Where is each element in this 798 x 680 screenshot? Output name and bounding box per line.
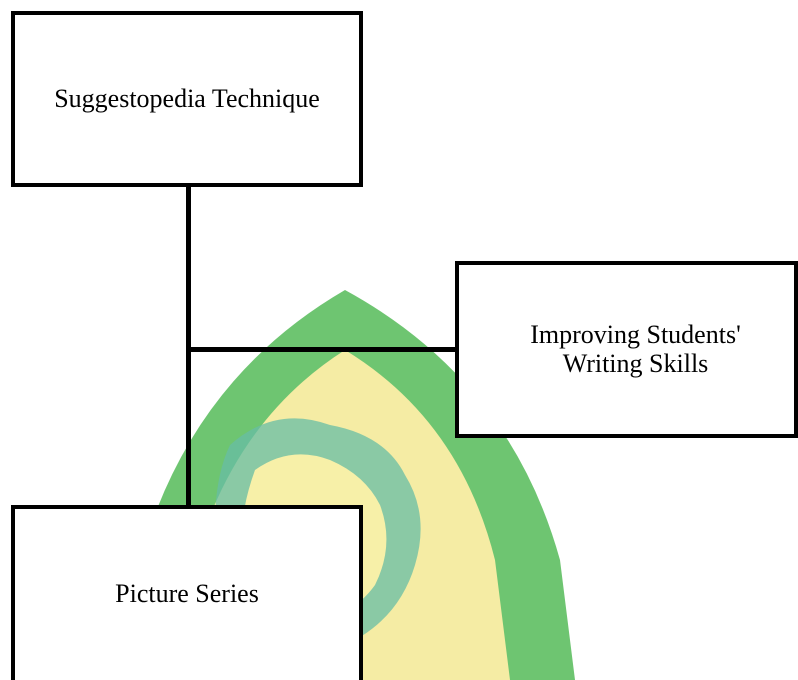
improving-writing-skills-box: Improving Students' Writing Skills — [455, 261, 798, 438]
improving-writing-skills-label: Improving Students' Writing Skills — [530, 319, 741, 378]
picture-series-box: Picture Series — [11, 505, 363, 680]
suggestopedia-technique-box: Suggestopedia Technique — [11, 11, 363, 187]
horizontal-connector-line — [186, 347, 458, 352]
picture-series-label: Picture Series — [115, 579, 259, 609]
suggestopedia-technique-label: Suggestopedia Technique — [54, 83, 320, 113]
